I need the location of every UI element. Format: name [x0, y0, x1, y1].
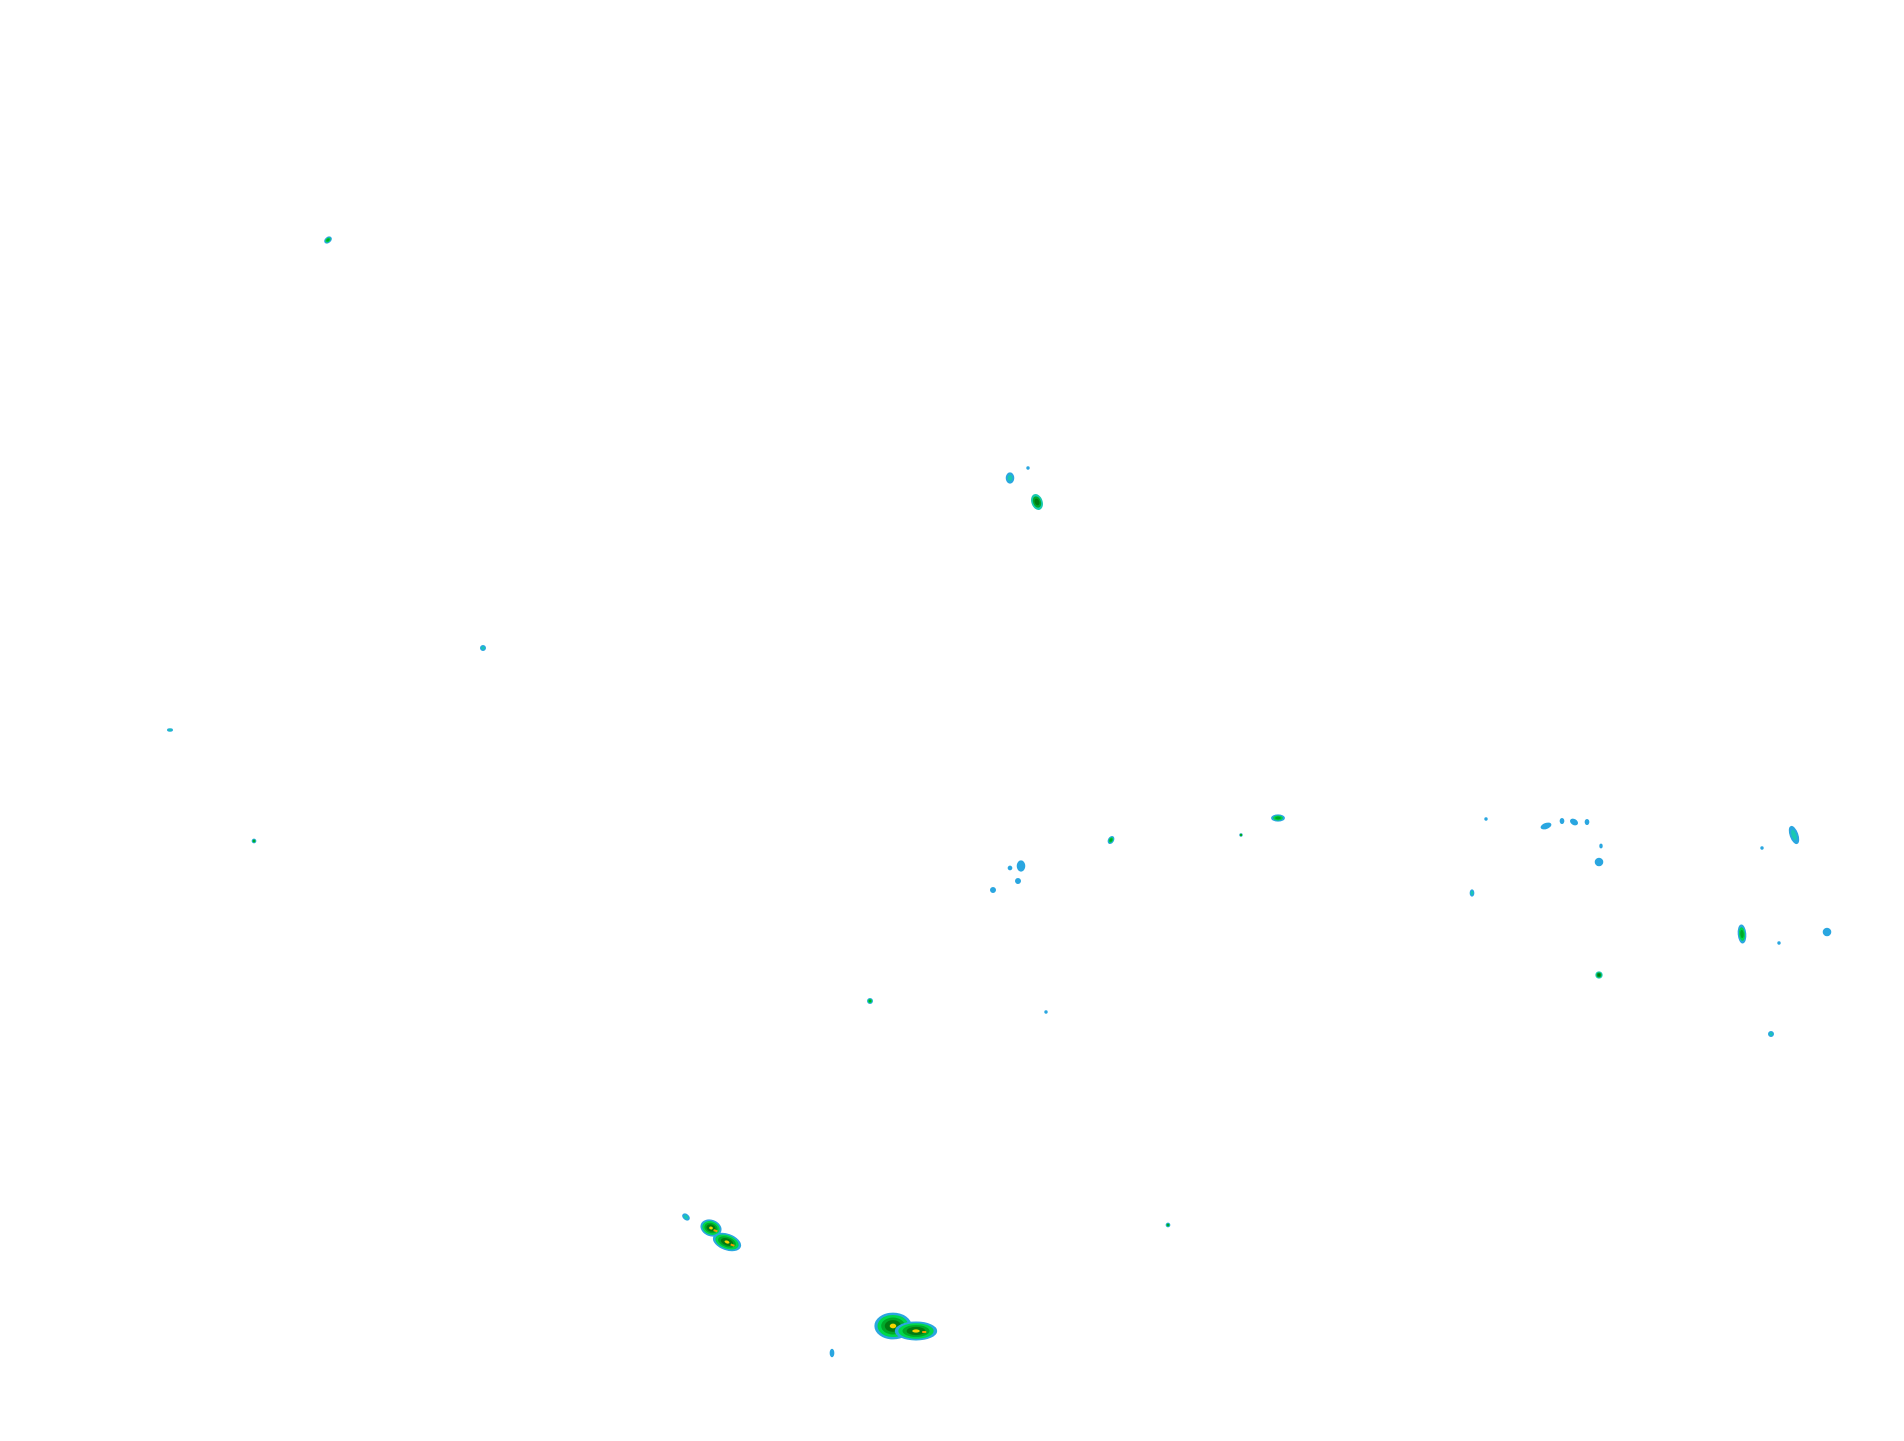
- echo-intensity-layer: [168, 728, 172, 732]
- precipitation-echo: [1599, 843, 1603, 849]
- storm-cell: [700, 1219, 722, 1237]
- echo-intensity-layer: [709, 1226, 713, 1230]
- precipitation-echo: [479, 645, 486, 652]
- echo-intensity-layer: [1470, 891, 1474, 895]
- echo-core-orange: [730, 1243, 735, 1247]
- echo-intensity-layer: [912, 1329, 920, 1333]
- storm-cell: [712, 1232, 742, 1252]
- precipitation-echo: [166, 728, 173, 732]
- echo-intensity-layer: [1007, 474, 1013, 482]
- precipitation-echo: [1165, 1222, 1171, 1228]
- echo-intensity-layer: [990, 887, 997, 894]
- precipitation-echo: [1594, 857, 1604, 867]
- precipitation-echo: [1822, 927, 1832, 937]
- precipitation-echo: [1484, 817, 1488, 821]
- echo-intensity-layer: [1016, 860, 1026, 872]
- echo-intensity-layer: [683, 1215, 689, 1219]
- echo-intensity-layer: [1822, 927, 1832, 937]
- echo-intensity-layer: [1760, 846, 1764, 850]
- echo-intensity-layer: [1044, 1010, 1048, 1014]
- echo-intensity-layer: [1584, 819, 1590, 826]
- echo-intensity-layer: [481, 646, 485, 650]
- precipitation-echo: [1469, 889, 1475, 897]
- precipitation-echo: [1584, 819, 1590, 826]
- precipitation-echo: [1005, 472, 1015, 484]
- precipitation-echo: [1737, 924, 1747, 944]
- precipitation-echo: [867, 998, 874, 1005]
- echo-intensity-layer: [1109, 838, 1113, 842]
- echo-intensity-layer: [1166, 1223, 1170, 1227]
- precipitation-echo: [1760, 846, 1764, 850]
- echo-intensity-layer: [829, 1348, 835, 1358]
- precipitation-echo: [682, 1213, 690, 1221]
- precipitation-echo: [251, 838, 257, 844]
- echo-intensity-layer: [1275, 816, 1281, 820]
- precipitation-echo: [1031, 494, 1043, 510]
- precipitation-echo: [829, 1348, 835, 1358]
- precipitation-echo: [1007, 865, 1013, 871]
- echo-core-orange: [713, 1229, 718, 1233]
- precipitation-echo: [1768, 1031, 1775, 1038]
- echo-intensity-layer: [1777, 941, 1781, 945]
- precipitation-echo: [1540, 822, 1552, 830]
- precipitation-echo: [1026, 466, 1030, 470]
- precipitation-echo: [1107, 835, 1115, 845]
- echo-intensity-layer: [1026, 466, 1030, 470]
- echo-intensity-layer: [1540, 822, 1552, 830]
- precipitation-echo: [1569, 818, 1579, 826]
- echo-intensity-layer: [326, 238, 330, 242]
- storm-cell: [894, 1321, 938, 1341]
- precipitation-echo: [1044, 1010, 1048, 1014]
- echo-intensity-layer: [1597, 973, 1601, 977]
- echo-intensity-layer: [252, 839, 256, 843]
- echo-intensity-layer: [1015, 878, 1022, 885]
- echo-intensity-layer: [1599, 843, 1603, 849]
- precipitation-echo: [1015, 878, 1022, 885]
- precipitation-echo: [1777, 941, 1781, 945]
- echo-intensity-layer: [1791, 829, 1797, 841]
- echo-intensity-layer: [868, 999, 872, 1003]
- precipitation-echo: [1016, 860, 1026, 872]
- precipitation-echo: [1559, 818, 1565, 825]
- precipitation-echo: [990, 887, 997, 894]
- echo-intensity-layer: [1239, 833, 1243, 837]
- echo-intensity-layer: [1569, 818, 1579, 826]
- echo-intensity-layer: [889, 1323, 897, 1329]
- echo-intensity-layer: [1559, 818, 1565, 825]
- echo-intensity-layer: [1007, 865, 1013, 871]
- echo-intensity-layer: [1740, 929, 1744, 939]
- precipitation-echo: [324, 236, 332, 244]
- echo-core-orange: [922, 1331, 927, 1333]
- echo-intensity-layer: [1484, 817, 1488, 821]
- echo-intensity-layer: [724, 1240, 730, 1244]
- precipitation-echo: [1239, 833, 1243, 837]
- echo-intensity-layer: [1594, 857, 1604, 867]
- precipitation-echo: [1595, 971, 1603, 979]
- echo-intensity-layer: [1769, 1032, 1773, 1036]
- precipitation-echo: [1788, 825, 1800, 845]
- precipitation-echo: [1271, 814, 1285, 822]
- echo-intensity-layer: [1034, 498, 1040, 506]
